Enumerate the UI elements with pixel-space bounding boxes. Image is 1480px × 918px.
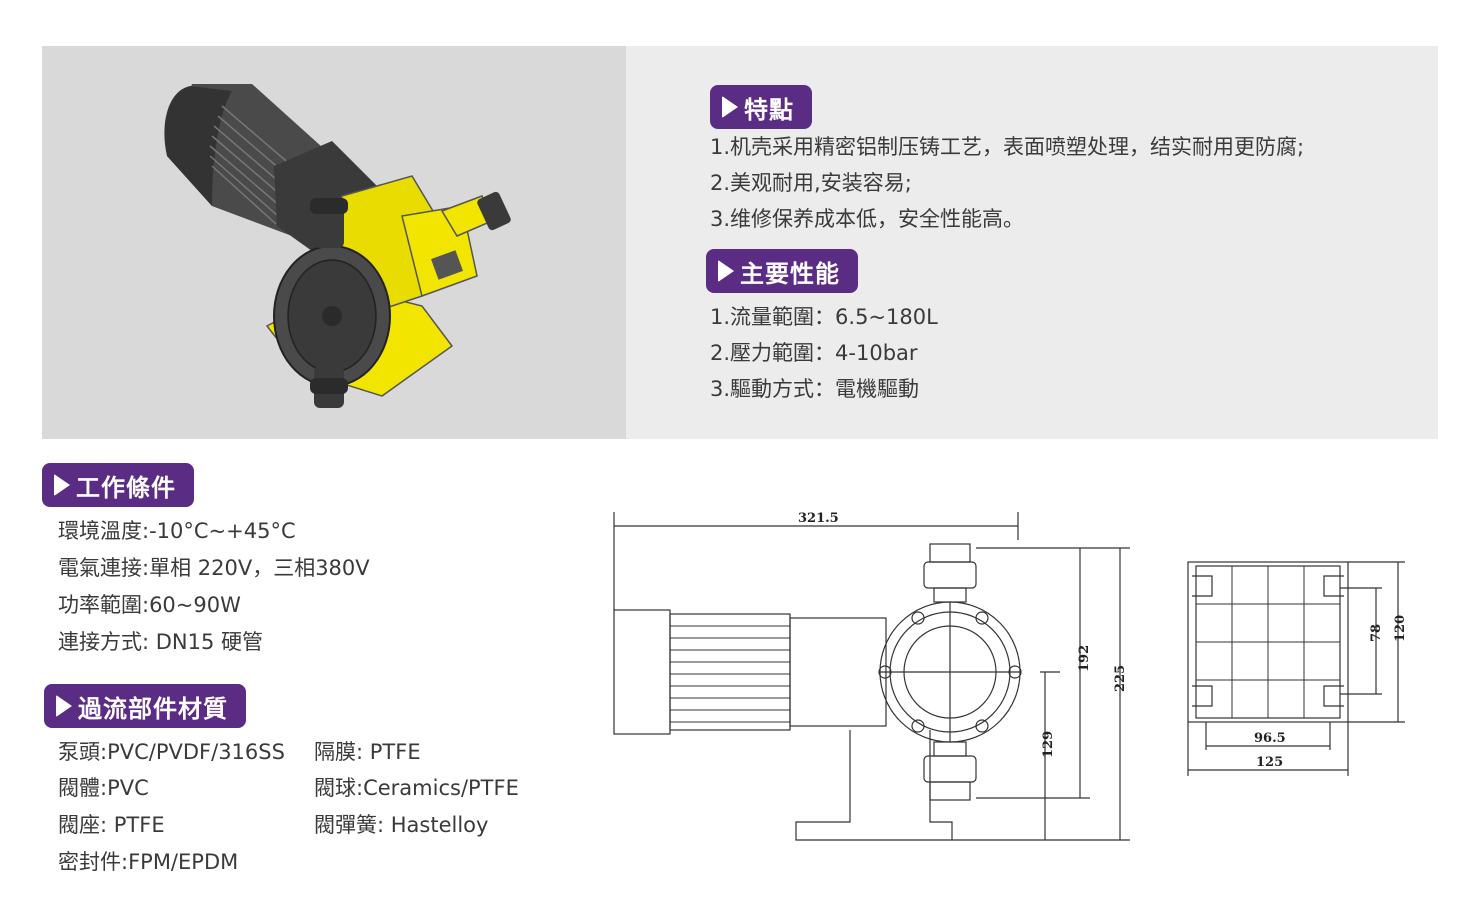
dim-125: 125 xyxy=(1256,755,1283,770)
conditions-badge: 工作條件 xyxy=(42,463,194,507)
features-item-3: 3.维修保养成本低，安全性能高。 xyxy=(710,207,1025,231)
play-triangle-icon xyxy=(718,260,734,282)
conditions-title: 工作條件 xyxy=(76,473,176,502)
features-title: 特點 xyxy=(744,95,794,124)
performance-item-3: 3.驅動方式：電機驅動 xyxy=(710,377,920,401)
pump-head-illustration xyxy=(273,198,391,408)
play-triangle-icon xyxy=(56,695,72,717)
dim-78: 78 xyxy=(1369,624,1384,642)
conditions-item-4: 連接方式: DN15 硬管 xyxy=(58,630,264,654)
materials-title: 過流部件材質 xyxy=(78,694,228,723)
performance-title: 主要性能 xyxy=(740,259,840,288)
features-item-2: 2.美观耐用,安装容易; xyxy=(710,171,912,195)
dim-225: 225 xyxy=(1113,665,1128,692)
play-triangle-icon xyxy=(722,96,738,118)
play-triangle-icon xyxy=(54,474,70,496)
materials-right-2: 閥球:Ceramics/PTFE xyxy=(314,776,519,800)
conditions-item-2: 電氣連接:單相 220V，三相380V xyxy=(58,556,370,580)
dim-129: 129 xyxy=(1041,731,1056,758)
dim-321-5: 321.5 xyxy=(798,511,839,526)
materials-right-3: 閥彈簧: Hastelloy xyxy=(314,813,489,837)
conditions-item-1: 環境溫度:-10°C~+45°C xyxy=(58,519,296,543)
features-badge: 特點 xyxy=(710,85,812,129)
materials-badge: 過流部件材質 xyxy=(44,684,246,728)
motor-illustration xyxy=(164,84,377,251)
materials-left-3: 閥座: PTFE xyxy=(58,813,165,837)
performance-item-1: 1.流量範圍：6.5~180L xyxy=(710,305,938,329)
conditions-item-3: 功率範圍:60~90W xyxy=(58,593,241,617)
dim-192: 192 xyxy=(1077,645,1092,672)
performance-badge: 主要性能 xyxy=(706,249,858,293)
dimension-drawing: 321.5 192 225 129 78 120 96.5 125 xyxy=(613,511,1408,841)
materials-left-1: 泵頭:PVC/PVDF/316SS xyxy=(58,740,285,764)
materials-left-4: 密封件:FPM/EPDM xyxy=(58,850,239,874)
dim-120: 120 xyxy=(1393,615,1408,642)
materials-right-1: 隔膜: PTFE xyxy=(314,740,421,764)
product-photo xyxy=(42,46,626,439)
performance-item-2: 2.壓力範圍：4-10bar xyxy=(710,341,918,365)
dim-96-5: 96.5 xyxy=(1254,731,1286,746)
materials-left-2: 閥體:PVC xyxy=(58,776,149,800)
features-item-1: 1.机壳采用精密铝制压铸工艺，表面喷塑处理，结实耐用更防腐; xyxy=(710,135,1305,159)
